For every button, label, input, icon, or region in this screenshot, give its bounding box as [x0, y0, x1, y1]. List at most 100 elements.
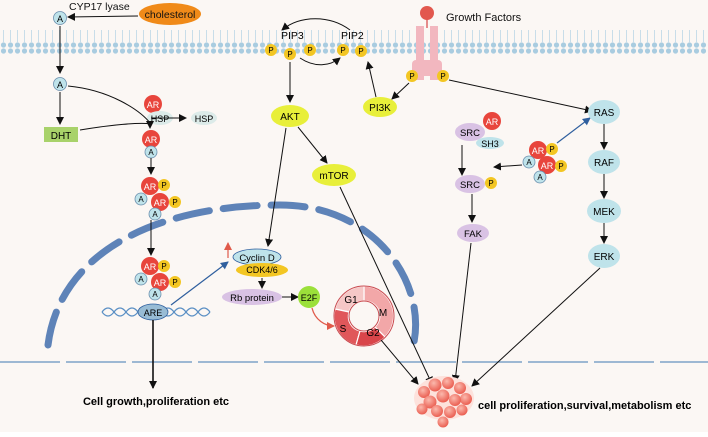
dimer3-a1-label: A: [526, 158, 532, 167]
pip2-p1-label: P: [340, 46, 345, 55]
phase-s: S: [340, 324, 347, 335]
dimer2-p1-label: P: [161, 262, 166, 271]
erk-label: ERK: [594, 252, 615, 263]
mtor-label: mTOR: [319, 171, 348, 182]
rb-node: [222, 289, 282, 305]
cholesterol-label: cholesterol: [145, 9, 196, 21]
arrow-a-binding: [67, 85, 152, 125]
dimer1-ar2-label: AR: [154, 198, 167, 208]
mtor-node: [312, 164, 356, 186]
arrow-cholesterol-a: [67, 12, 139, 21]
dimer2-a1: [134, 272, 148, 286]
arrow-e2f-cycle: [311, 307, 335, 330]
e2f-node: [298, 286, 320, 308]
pip3-label: PIP3: [281, 30, 304, 42]
dimer1-a2: [148, 207, 162, 221]
ar-hsp-ar-label: AR: [147, 100, 160, 110]
src-p: [485, 177, 497, 189]
dimer2-ar2: [151, 273, 169, 291]
src-node-1: [455, 123, 485, 141]
arrow-receptor-ras: [448, 79, 593, 114]
sh3-label: SH3: [481, 139, 499, 149]
arrow-akt-mtor: [297, 126, 328, 164]
cell-proliferation-label: cell proliferation,survival,metabolism e…: [478, 400, 691, 412]
pip3-p2-label: P: [287, 50, 292, 59]
growth-factors-label: Growth Factors: [446, 12, 522, 24]
src-ar: [483, 112, 501, 130]
arrow-receptor-pi3k: [391, 82, 410, 100]
ar-a-ar-label: AR: [145, 135, 158, 145]
arrow-pip2-pip3: [281, 18, 351, 31]
pi3k-node: [363, 97, 397, 117]
phase-g2: G2: [366, 328, 380, 339]
arrow-erk-cells: [471, 267, 601, 387]
arrow-dimer-src: [493, 162, 523, 171]
arrow-mtor-cells: [339, 186, 433, 385]
cdk-label: CDK4/6: [246, 265, 278, 275]
raf-node: [588, 150, 620, 174]
dimer2-ar1: [141, 257, 159, 275]
arrow-akt-cyclin: [265, 127, 287, 247]
arrow-are-cyclin: [170, 261, 229, 306]
dimer3-p1: [546, 143, 558, 155]
e2f-label: E2F: [301, 293, 318, 303]
cyclin-d-label: Cyclin D: [239, 253, 275, 264]
cell-cluster-icon: [414, 376, 474, 428]
free-hsp-label: HSP: [195, 114, 214, 124]
arrow-dimer-ras: [556, 117, 591, 144]
dimer1-ar1-label: AR: [144, 182, 157, 192]
pip3-p1: [265, 44, 277, 56]
receptor-p1-label: P: [409, 72, 414, 81]
dht-node: [44, 127, 78, 142]
androgen-a1: [53, 11, 67, 25]
cdk-node: [236, 263, 288, 277]
dimer1-p2-label: P: [172, 198, 177, 207]
ar-hsp-hsp-label: HSP: [151, 114, 170, 124]
receptor-p1: [406, 70, 418, 82]
src-node-2-label: SRC: [460, 180, 480, 191]
dimer1-p2: [169, 196, 181, 208]
dimer1-ar2: [151, 193, 169, 211]
src-node-2: [455, 175, 485, 193]
dht-label: DHT: [51, 131, 72, 142]
dimer3-ar1: [529, 141, 547, 159]
mek-label: MEK: [593, 207, 615, 218]
arrow-cycle-cells: [380, 339, 419, 385]
dimer3-p2-label: P: [558, 162, 563, 171]
akt-label: AKT: [280, 112, 299, 123]
dimer2-ar2-label: AR: [154, 278, 167, 288]
fak-label: FAK: [464, 229, 483, 240]
dimer2-ar1-label: AR: [144, 262, 157, 272]
cell-cycle-ring: [333, 285, 395, 347]
receptor-p2: [437, 70, 449, 82]
src-p-label: P: [488, 179, 493, 188]
dimer3-p1-label: P: [549, 145, 554, 154]
dimer2-p1: [158, 260, 170, 272]
ar-hsp-ar: [144, 95, 162, 113]
dimer1-ar1: [141, 177, 159, 195]
pip3-p1-label: P: [268, 46, 273, 55]
src-ar-label: AR: [486, 117, 499, 127]
cyp17-lyase-label: CYP17 lyase: [69, 1, 130, 13]
fak-node: [457, 224, 489, 242]
dimer2-a2-label: A: [152, 290, 158, 299]
pip2-p2: [355, 45, 367, 57]
ar-a-ar: [142, 130, 160, 148]
dimer3-ar2: [538, 156, 556, 174]
cell-growth-label: Cell growth,proliferation etc: [83, 396, 229, 408]
free-hsp: [191, 111, 217, 125]
ras-label: RAS: [594, 108, 615, 119]
dimer2-a1-label: A: [138, 275, 144, 284]
erk-node: [588, 244, 620, 268]
cell-membrane: [0, 30, 708, 54]
sh3-node: [476, 137, 504, 149]
ar-a-a-label: A: [148, 148, 154, 157]
mek-node: [587, 199, 621, 223]
arrow-pi3k-pip2: [365, 61, 377, 98]
dimer3-ar1-label: AR: [532, 146, 545, 156]
pi3k-label: PI3K: [369, 103, 391, 114]
raf-label: RAF: [594, 158, 614, 169]
src-node-1-label: SRC: [460, 128, 480, 139]
